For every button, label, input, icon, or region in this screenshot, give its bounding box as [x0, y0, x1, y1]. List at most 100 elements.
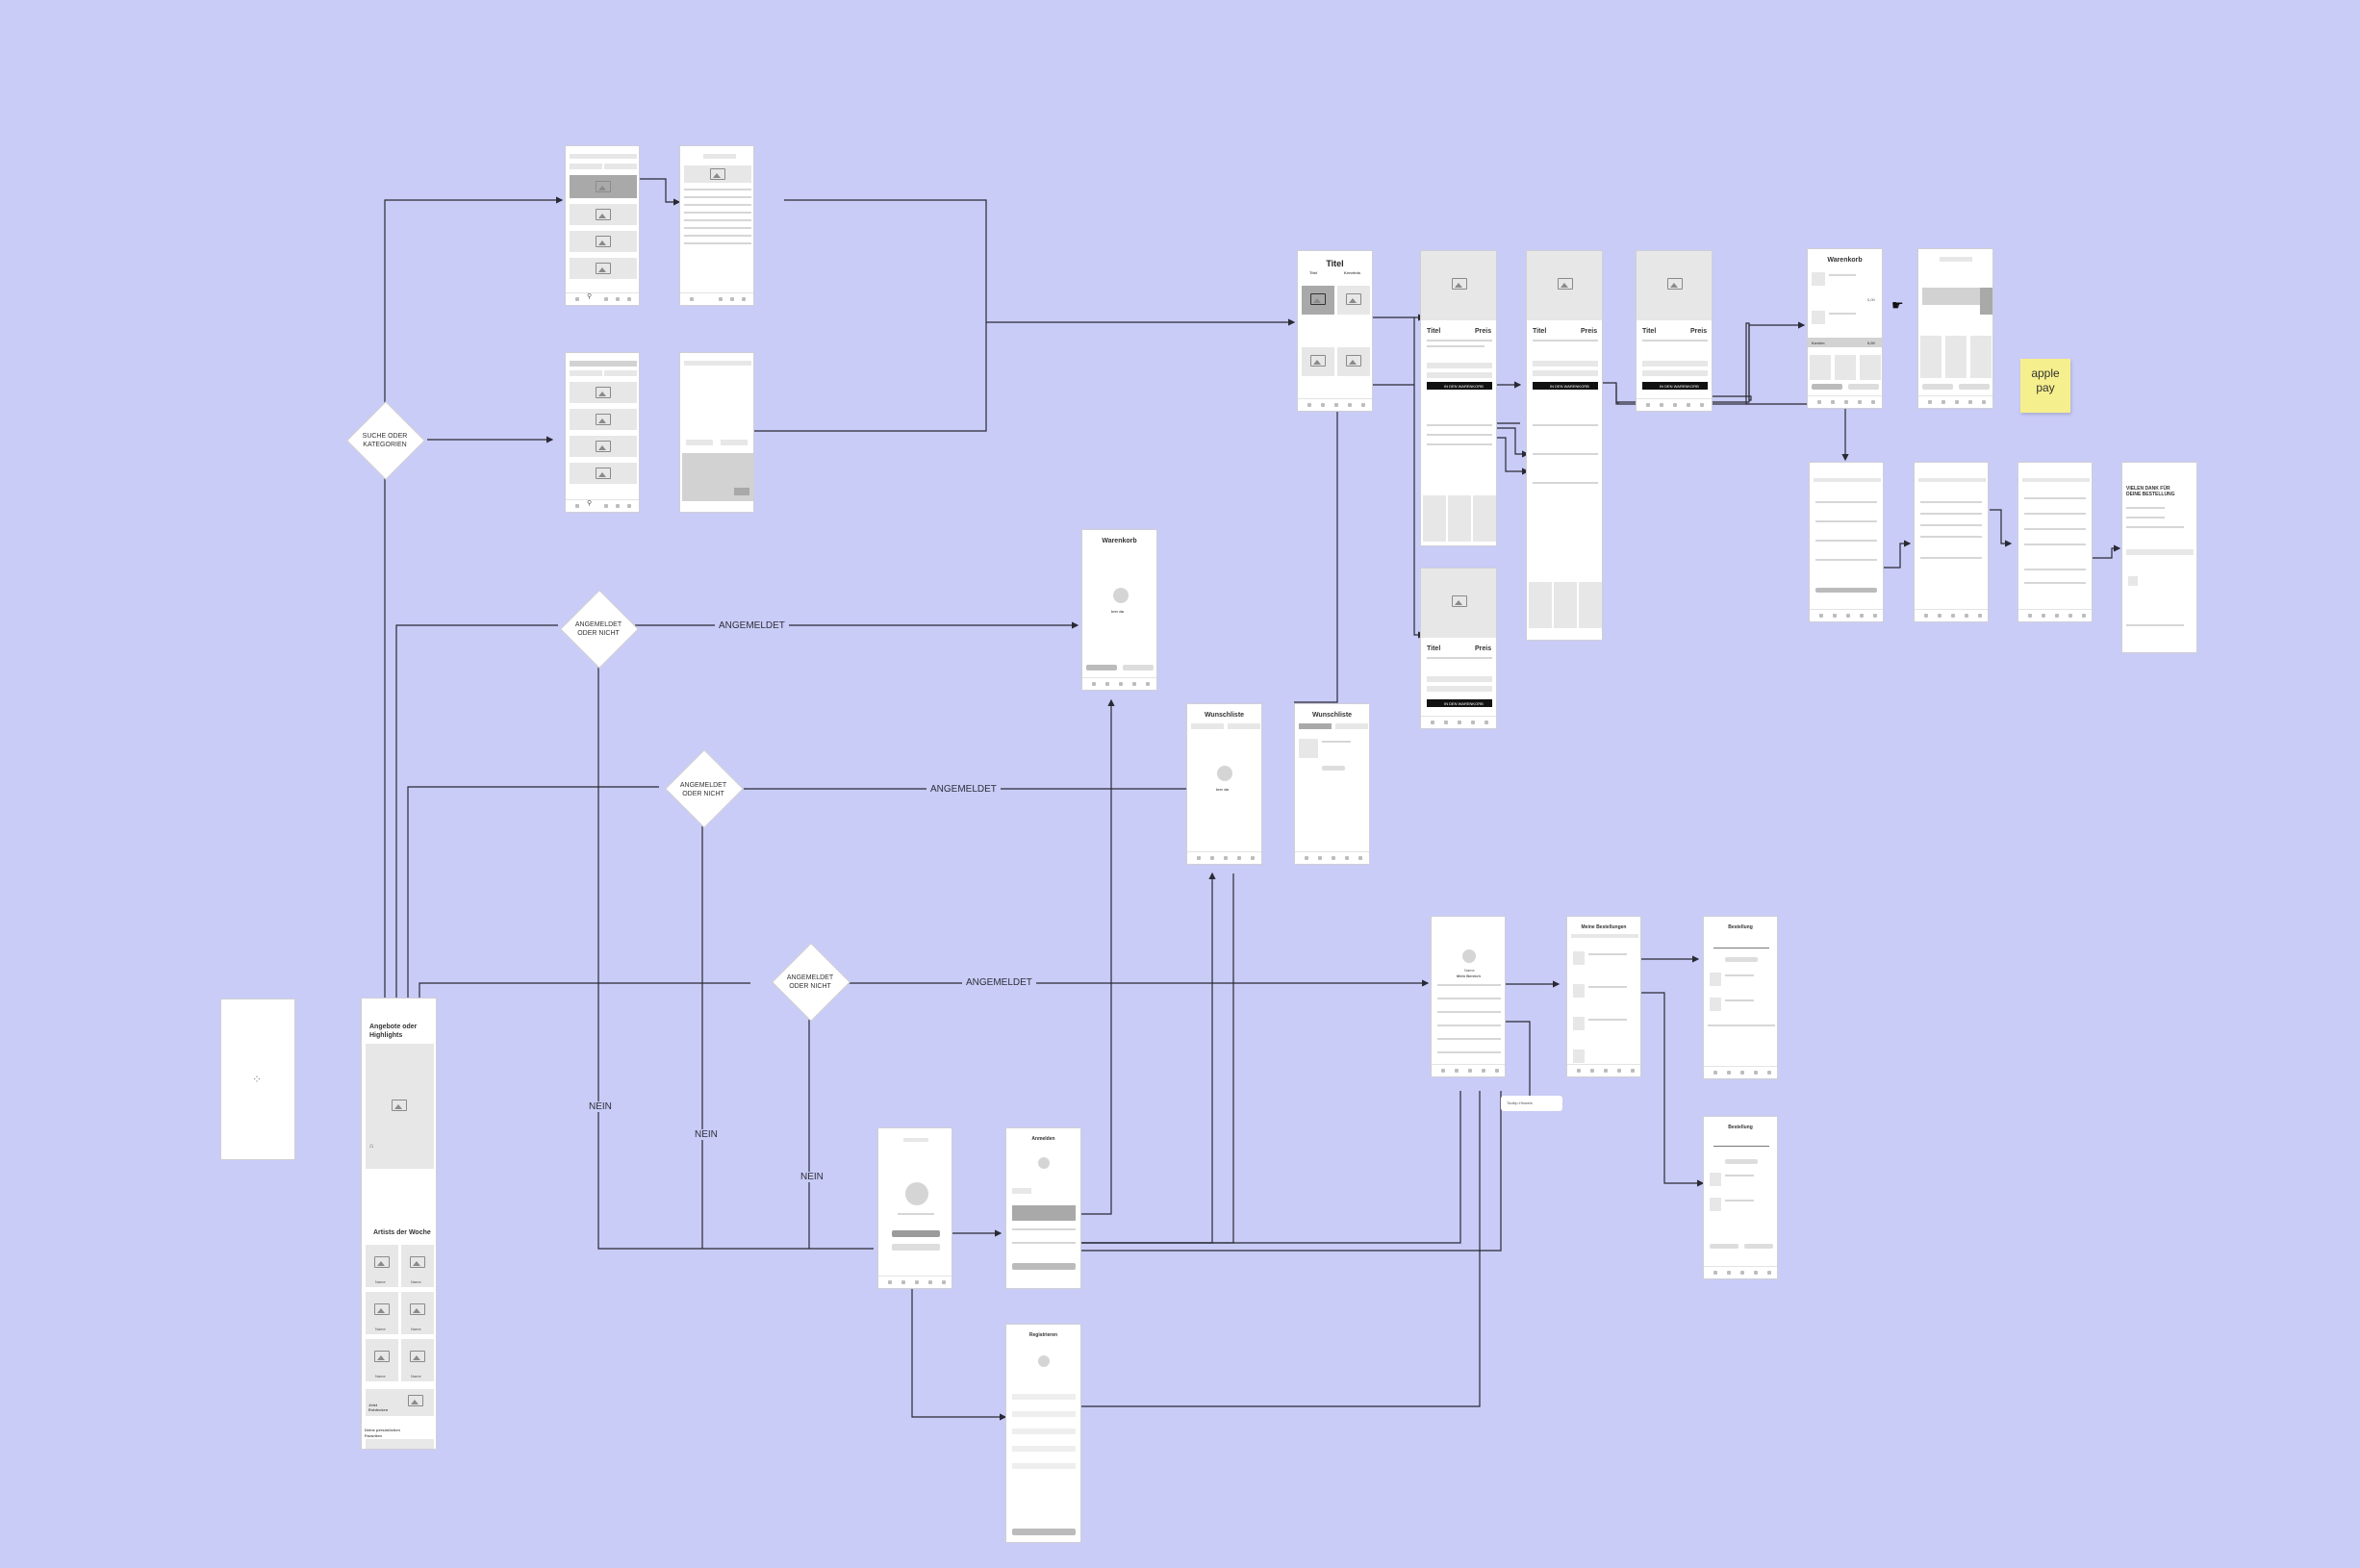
product-tile-selected[interactable]	[1302, 286, 1334, 315]
product-option[interactable]	[1427, 372, 1492, 378]
accordion-item[interactable]	[1427, 443, 1492, 445]
checkout-field[interactable]	[1815, 501, 1877, 503]
checkout-field[interactable]	[2024, 569, 2086, 570]
cart-suggestion[interactable]	[1920, 336, 1941, 378]
product-tile[interactable]	[1302, 347, 1334, 376]
category-tile-selected[interactable]	[570, 175, 637, 198]
related-tile[interactable]	[1579, 582, 1602, 628]
search-tab[interactable]	[570, 370, 602, 376]
empty-cart-tab[interactable]	[1123, 665, 1154, 670]
accordion-item[interactable]	[1427, 424, 1492, 426]
category-tile[interactable]	[570, 204, 637, 225]
related-tile[interactable]	[1554, 582, 1577, 628]
product-tile[interactable]	[1337, 347, 1370, 376]
cart-suggestion[interactable]	[1835, 355, 1856, 380]
add-to-cart-button[interactable]: IN DEN WARENKORB	[1642, 382, 1708, 390]
empty-cart-tab[interactable]	[1086, 665, 1117, 670]
register-field[interactable]	[1012, 1394, 1076, 1400]
order-action-button[interactable]	[1710, 1244, 1738, 1249]
product-option[interactable]	[1533, 370, 1598, 376]
checkout-button[interactable]	[1812, 384, 1842, 390]
search-tab[interactable]	[604, 370, 637, 376]
checkout-field[interactable]	[2024, 528, 2086, 530]
artist-tile[interactable]: Name	[366, 1339, 398, 1381]
wishlist-tab[interactable]	[1191, 723, 1224, 729]
profile-menu-item[interactable]	[1437, 1011, 1501, 1013]
subcategory-item[interactable]	[684, 204, 751, 206]
suggestion[interactable]	[721, 440, 748, 445]
keyboard-return-key[interactable]	[734, 488, 749, 495]
add-to-cart-button[interactable]: IN DEN WARENKORB	[1427, 382, 1492, 390]
subcategory-item[interactable]	[684, 227, 751, 229]
search-bar[interactable]	[570, 361, 637, 367]
product-tile[interactable]	[1337, 286, 1370, 315]
order-item-text[interactable]	[1588, 986, 1627, 988]
profile-menu-item[interactable]	[1437, 1038, 1501, 1040]
category-tab[interactable]	[604, 164, 637, 169]
related-tile[interactable]	[1448, 495, 1471, 542]
cart-suggestion[interactable]	[1860, 355, 1881, 380]
subcategory-item[interactable]	[684, 196, 751, 198]
cart-suggestion[interactable]	[1970, 336, 1992, 378]
checkout-field[interactable]	[2024, 497, 2086, 499]
register-submit-button[interactable]	[1012, 1529, 1076, 1535]
order-action-button[interactable]	[1744, 1244, 1773, 1249]
subcategory-item[interactable]	[684, 235, 751, 237]
artist-tile[interactable]: Name	[366, 1292, 398, 1334]
category-tile[interactable]	[570, 231, 637, 252]
product-option[interactable]	[1533, 361, 1598, 367]
search-icon[interactable]: ⚲	[587, 293, 593, 300]
subcategory-item[interactable]	[684, 242, 751, 244]
related-tile[interactable]	[1473, 495, 1496, 542]
orders-search[interactable]	[1571, 934, 1638, 938]
login-submit-button[interactable]	[1012, 1263, 1076, 1270]
login-field[interactable]	[1012, 1242, 1076, 1244]
login-field[interactable]	[1012, 1228, 1076, 1230]
cart-suggestion[interactable]	[1810, 355, 1831, 380]
order-item-text[interactable]	[1588, 953, 1627, 955]
profile-menu-item[interactable]	[1437, 984, 1501, 986]
checkout-field[interactable]	[1815, 540, 1877, 542]
product-option[interactable]	[1642, 361, 1708, 367]
profile-menu-item[interactable]	[1437, 1024, 1501, 1026]
next-button[interactable]	[1815, 588, 1877, 593]
wishlist-tab[interactable]	[1335, 723, 1368, 729]
checkout-field[interactable]	[1815, 520, 1877, 522]
product-option[interactable]	[1427, 676, 1492, 682]
checkout-option[interactable]	[1920, 524, 1982, 526]
list-tab-b[interactable]: Kenntnis	[1344, 270, 1361, 275]
category-tile[interactable]	[570, 258, 637, 279]
delete-button[interactable]	[1980, 288, 1992, 315]
search-input[interactable]	[684, 361, 751, 366]
search-result-tile[interactable]	[570, 409, 637, 430]
register-field[interactable]	[1012, 1446, 1076, 1452]
register-button[interactable]	[892, 1244, 940, 1251]
order-item-text[interactable]	[1588, 1019, 1627, 1021]
add-to-cart-button[interactable]: IN DEN WARENKORB	[1533, 382, 1598, 390]
artist-tile[interactable]: Name	[401, 1245, 434, 1287]
register-field[interactable]	[1012, 1463, 1076, 1469]
wishlist-tab[interactable]	[1228, 723, 1260, 729]
artist-tile[interactable]: Name	[401, 1339, 434, 1381]
related-tile[interactable]	[1529, 582, 1552, 628]
related-tile[interactable]	[1423, 495, 1446, 542]
checkout-option[interactable]	[1920, 501, 1982, 503]
search-result-tile[interactable]	[570, 463, 637, 484]
checkout-option[interactable]	[1920, 513, 1982, 515]
category-search-bar[interactable]	[570, 154, 637, 159]
login-field[interactable]	[1012, 1188, 1031, 1194]
artist-tile[interactable]: Name	[401, 1292, 434, 1334]
login-button[interactable]	[892, 1230, 940, 1237]
accordion-item[interactable]	[1427, 434, 1492, 436]
product-option[interactable]	[1427, 363, 1492, 368]
home-nav-icon[interactable]: ⌂	[369, 1143, 374, 1150]
search-icon[interactable]: ⚲	[587, 500, 593, 507]
suggestion[interactable]	[686, 440, 713, 445]
product-option[interactable]	[1427, 686, 1492, 692]
continue-button[interactable]	[1959, 384, 1990, 390]
add-to-cart-button[interactable]: IN DEN WARENKORB	[1427, 699, 1492, 707]
cart-suggestion[interactable]	[1945, 336, 1967, 378]
subcategory-item[interactable]	[684, 219, 751, 221]
checkout-option[interactable]	[1920, 557, 1982, 559]
